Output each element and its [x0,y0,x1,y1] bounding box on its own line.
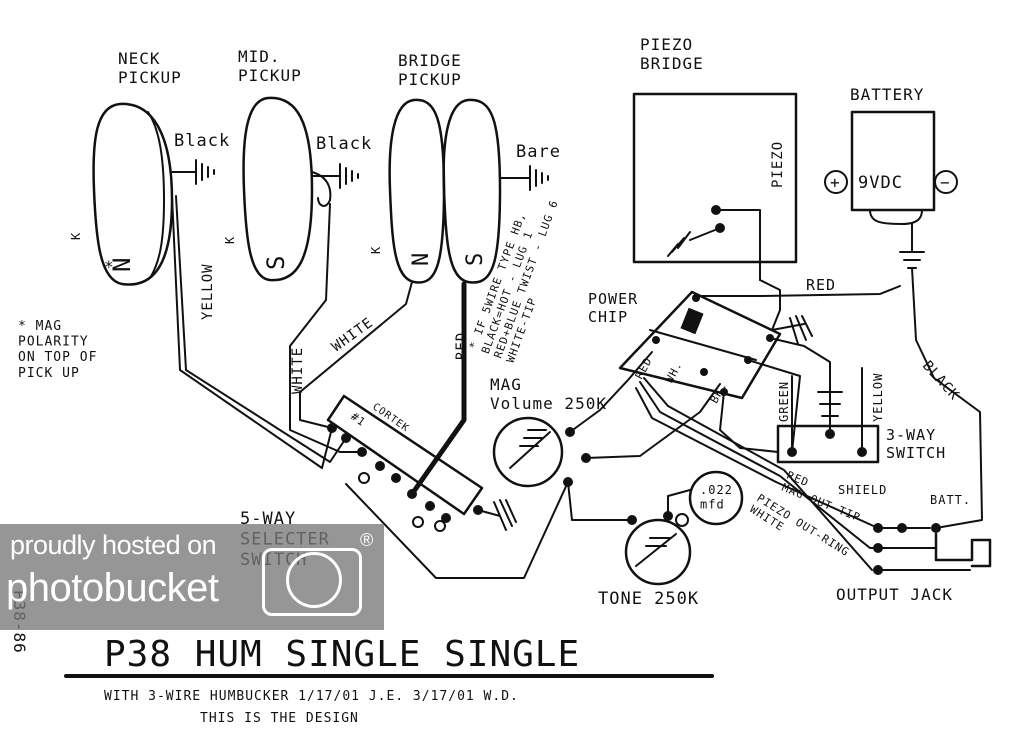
watermark-top-text: proudly hosted on [10,530,217,560]
piezo-element-label: PIEZO [770,141,786,188]
battery: 9VDC + − [824,110,958,269]
wire-label-green: GREEN [777,381,791,422]
title-main: P38 HUM SINGLE SINGLE [104,634,580,675]
wire-label-yellow: YELLOW [200,263,216,320]
wiring [171,195,983,579]
output-jack [873,523,992,575]
wire-label-bare: Bare [516,142,561,162]
title-sub: WITH 3-WIRE HUMBUCKER 1/17/01 J.E. 3/17/… [104,689,519,704]
battery-voltage: 9VDC [858,173,903,193]
mid-pickup-label: MID.PICKUP [238,47,302,85]
bridge-pole-a: N [409,252,434,266]
tone-pot [624,511,692,586]
mid-pickup: S K [223,96,314,282]
neck-ground [171,159,215,185]
battery-plus: + [830,173,841,192]
bridge-k-label: K [369,246,383,254]
wire-label-batt: BATT. [930,493,971,507]
bridge-pole-b: S [463,252,488,266]
wire-label-red: RED [454,332,470,360]
battery-label: BATTERY [850,85,924,104]
output-jack-label: OUTPUT JACK [836,585,953,604]
wire-label-red-piezo: RED [806,276,836,294]
camera-icon [262,548,362,616]
neck-pole-letter: N [108,257,136,272]
five-wire-note: * IF 5WIRE TYPE HB,BLACK=HOT - LUG 1RED+… [467,189,574,365]
wire-label-white-mid: WHITE [290,347,306,394]
bridge-ground [499,165,549,191]
wire-label-black-neck: Black [174,131,230,151]
wire-label-shield: SHIELD [838,483,887,497]
five-way-lug1: #1 [348,410,368,429]
five-way-switch: CORTEK #1 [326,394,517,532]
mid-k-label: K [223,236,237,244]
wire-label-black-mid: Black [316,134,372,154]
camera-lens-icon [286,552,342,608]
wire-label-black-batt: BLACK [919,358,962,404]
battery-minus: − [940,173,951,192]
title-design: THIS IS THE DESIGN [200,711,359,726]
piezo-bridge: PIEZO [632,92,798,281]
watermark-brand-text: photobucket [6,566,219,610]
mid-pole-letter: S [262,255,290,270]
mid-ground [311,163,359,207]
chip-wire-wh: WH. [663,359,685,385]
watermark-registered-mark: ® [360,530,374,550]
neck-pole-mark: * [104,257,115,276]
neck-pickup: N * K [69,102,174,286]
tone-pot-label: TONE 250K [598,589,699,609]
wire-label-yellow-switch: YELLOW [871,373,885,422]
neck-k-label: K [69,232,83,240]
bridge-pickup: N S K [369,98,502,284]
